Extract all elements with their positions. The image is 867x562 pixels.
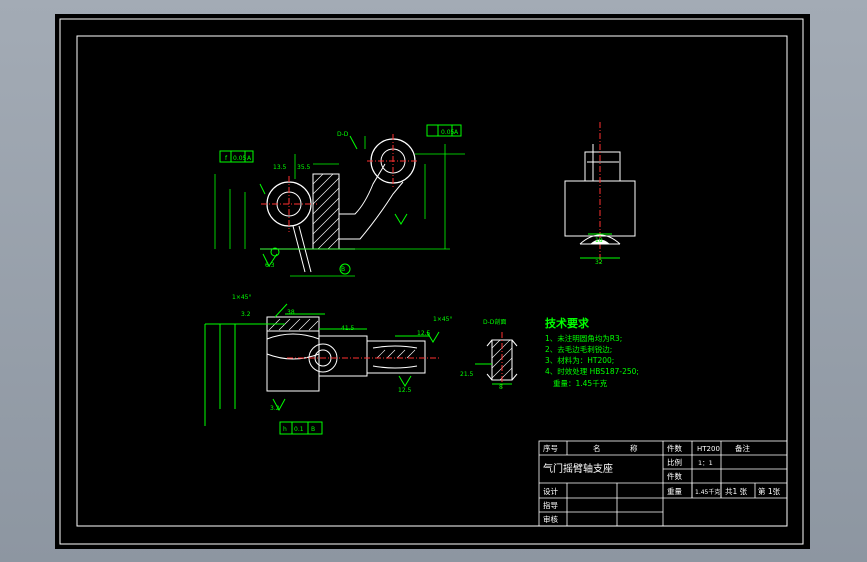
tech-item: 1、未注明圆角均为R3;	[545, 333, 622, 343]
datum-a-label: A	[247, 155, 252, 162]
tolerance-value: 0.05	[441, 129, 455, 136]
tolerance-value: 0.1	[294, 426, 304, 433]
datum-a-label: A	[454, 129, 459, 136]
datum-b-label: B	[341, 266, 345, 273]
dim-label: 21.5	[460, 371, 474, 378]
tech-item: 4、时效处理 HBS187-250;	[545, 366, 639, 376]
chamfer-label: 1×45°	[433, 316, 452, 323]
dim-label: 41.5	[341, 325, 355, 332]
dim-label: 6.3	[265, 262, 275, 269]
dim-label: 12.5	[398, 387, 412, 394]
drawing-sheet: f 0.05 A 0.05 A 13.5 35.5 6.3 D-D B 18 3…	[55, 14, 810, 549]
tech-requirements: 技术要求 1、未注明圆角均为R3; 2、去毛边毛刺锐边; 3、材料为：HT200…	[545, 316, 639, 388]
section-label: D-D	[337, 131, 349, 138]
inner-frame	[76, 35, 788, 527]
main-view	[214, 124, 465, 277]
review-label: 审核	[543, 514, 558, 524]
chamfer-label: 1×45°	[232, 294, 251, 301]
hatch	[312, 173, 340, 250]
symbol-h-label: h	[283, 426, 287, 433]
dim-label: 18	[595, 237, 603, 244]
col-index: 序号	[543, 443, 558, 453]
tolerance-frame	[426, 124, 462, 137]
side-view	[564, 122, 636, 264]
weight-label: 重量	[667, 487, 682, 496]
material-label: 件数	[667, 443, 682, 453]
dim-label: 13.5	[273, 164, 287, 171]
drawing-title: 气门摇臂轴支座	[543, 462, 613, 475]
tech-item: 3、材料为：HT200;	[545, 355, 614, 365]
bottom-view	[204, 303, 440, 435]
remarks-label: 备注	[735, 443, 750, 453]
guide-label: 指导	[543, 500, 558, 510]
dim-label: 3.2	[241, 311, 251, 318]
sheet-no: 第 1张	[758, 486, 781, 496]
dim-label: 12.5	[417, 330, 431, 337]
datum-f-label: f	[225, 155, 228, 162]
dim-label: 32	[595, 259, 603, 266]
dim-label: 35.5	[297, 164, 311, 171]
sheets-total: 共1 张	[725, 487, 748, 496]
weight-value: 1.45千克	[695, 488, 720, 496]
tolerance-frame	[279, 421, 323, 435]
section-dd-view	[475, 332, 518, 388]
dim-label: 3.2	[270, 405, 280, 412]
outer-frame	[59, 18, 804, 545]
count-label: 件数	[667, 471, 682, 481]
tech-weight: 重量：1.45千克	[553, 378, 608, 388]
drawing-canvas: f 0.05 A 0.05 A 13.5 35.5 6.3 D-D B 18 3…	[59, 18, 804, 545]
datum-b-label: B	[311, 426, 315, 433]
dim-label: 38	[287, 309, 295, 316]
scale-value: 1：1	[698, 459, 713, 467]
col-name: 名	[593, 443, 601, 453]
dim-label: 8	[499, 384, 503, 391]
col-name2: 称	[630, 443, 638, 453]
design-label: 设计	[543, 486, 558, 496]
tech-item: 2、去毛边毛刺锐边;	[545, 344, 612, 354]
tolerance-frame	[219, 150, 254, 163]
title-block	[538, 440, 788, 527]
material-value: HT200	[697, 445, 720, 453]
tech-heading: 技术要求	[545, 316, 590, 330]
scale-label: 比例	[667, 457, 682, 467]
tolerance-value: 0.05	[233, 155, 247, 162]
section-label: D-D剖面	[483, 318, 506, 326]
